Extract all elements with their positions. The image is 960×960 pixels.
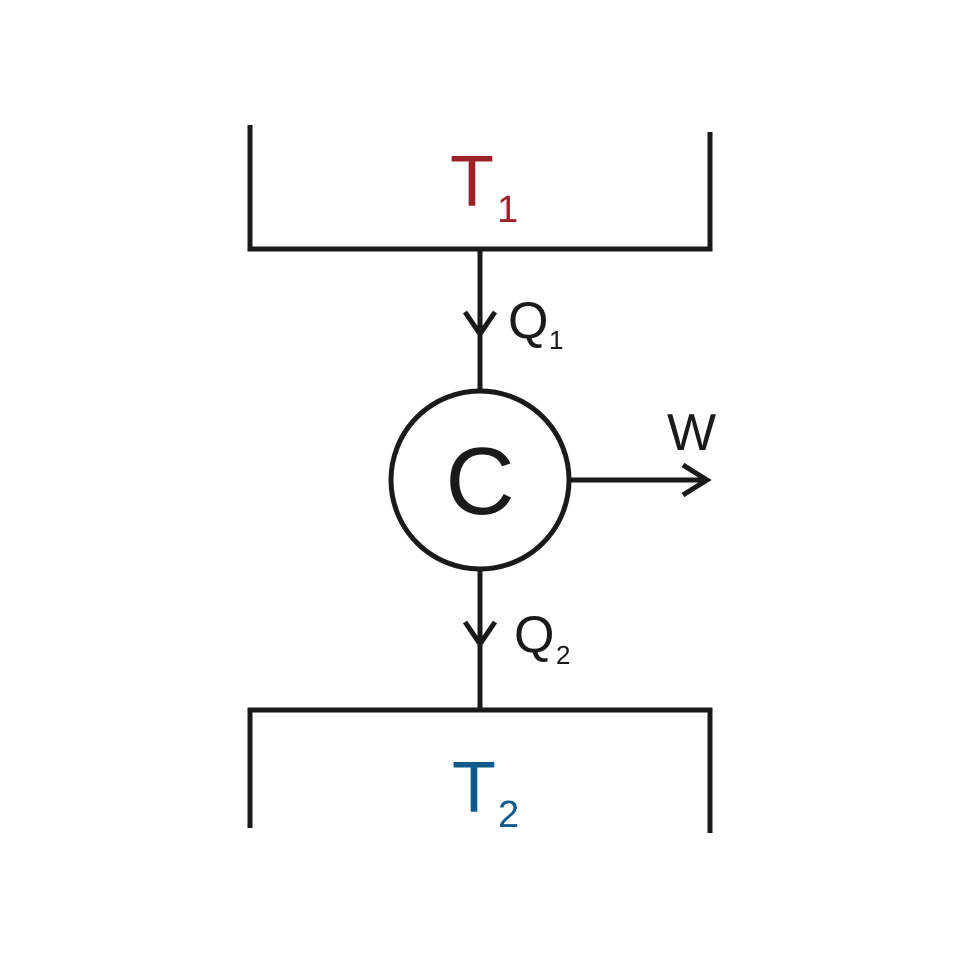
- heat-out-label: Q 2: [514, 606, 570, 670]
- heat-in-symbol: Q: [508, 292, 548, 350]
- hot-reservoir-subscript: 1: [497, 189, 518, 231]
- cold-reservoir-subscript: 2: [498, 794, 519, 836]
- heat-in-label: Q 1: [508, 292, 563, 355]
- cold-reservoir-label: T 2: [452, 748, 519, 836]
- heat-out-arrow: [462, 620, 498, 649]
- cold-reservoir-symbol: T: [452, 748, 496, 828]
- hot-reservoir-label: T 1: [450, 142, 518, 231]
- work-arrow: [681, 462, 712, 498]
- work-label: W: [667, 404, 716, 462]
- hot-reservoir-symbol: T: [450, 142, 494, 222]
- heat-out-subscript: 2: [556, 640, 570, 670]
- engine-label: C: [445, 428, 514, 535]
- heat-out-symbol: Q: [514, 606, 554, 664]
- heat-in-arrow: [462, 310, 498, 339]
- cold-reservoir: [247, 707, 713, 833]
- heat-in-subscript: 1: [549, 325, 563, 355]
